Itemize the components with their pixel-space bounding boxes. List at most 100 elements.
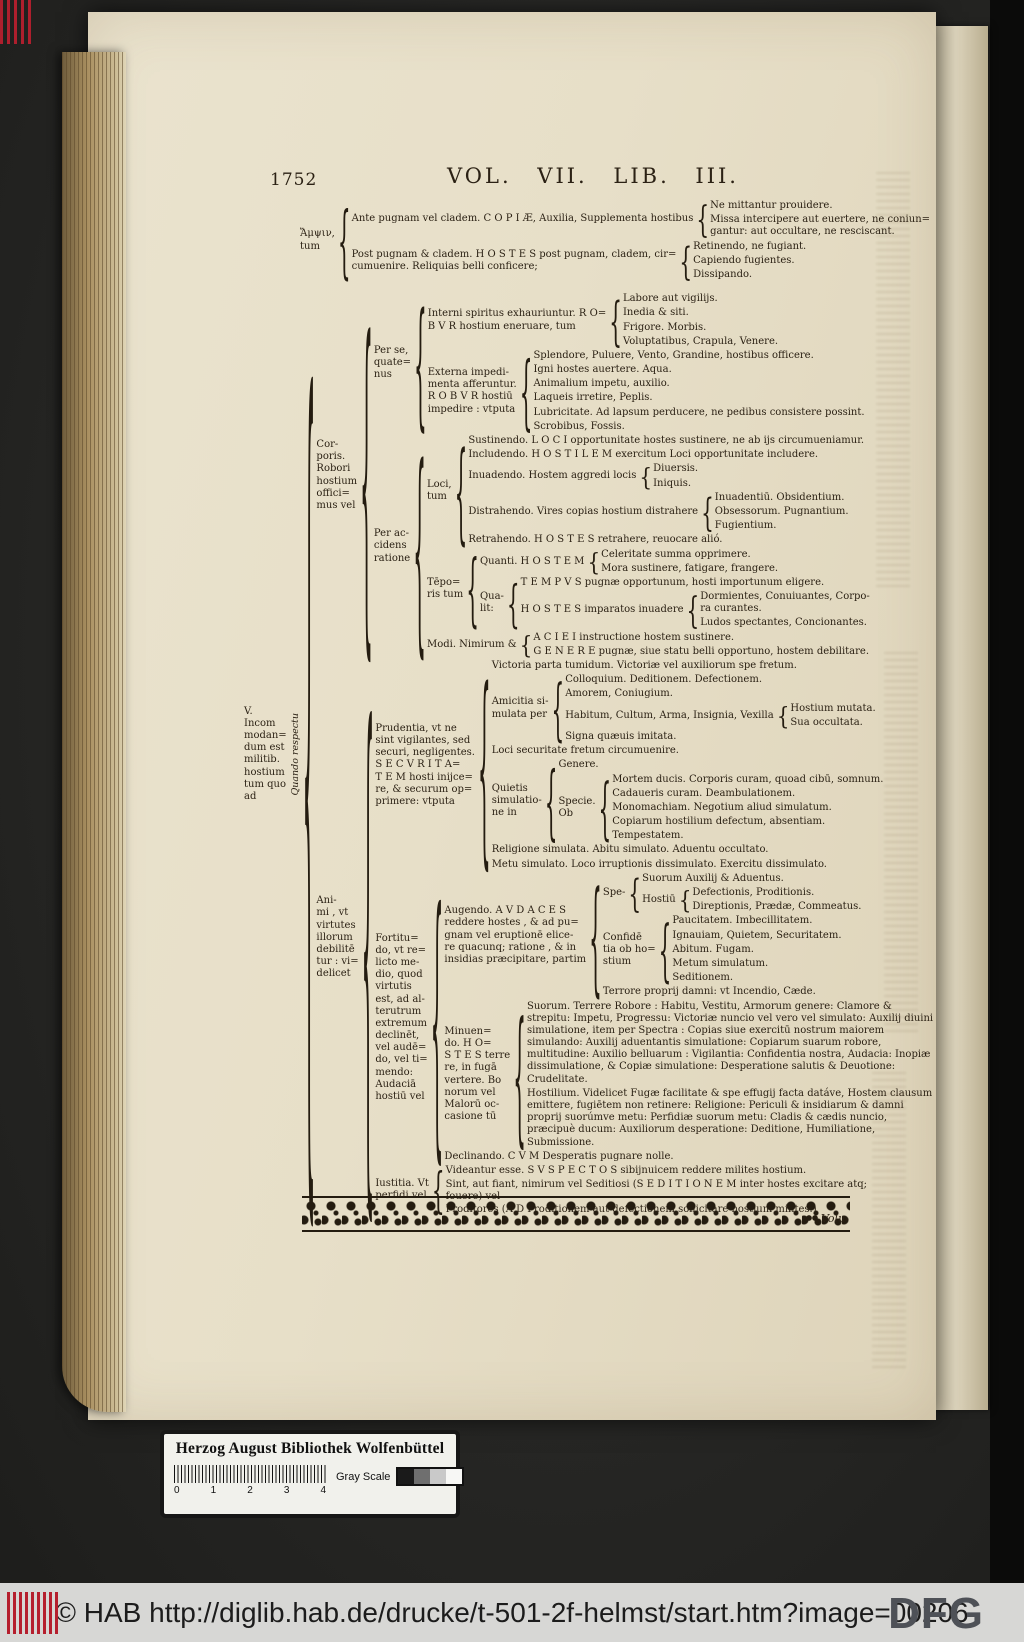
tree-leaf: Laqueis irretire, Peplis. [533,392,653,404]
tree-leaf: Victoria parta tumidum. Victoriæ vel aux… [491,660,797,671]
woodcut-ornament-band [302,1196,850,1232]
tree-leaf: Scrobibus, Fossis. [533,420,625,432]
brace-icon: { [477,640,491,891]
tree-children: Cor- poris. Robori hostium offici= mus v… [316,293,934,1216]
tree-label: Ante pugnam vel cladem. C O P I Æ, Auxil… [351,213,694,225]
tree-leaf: Hostilium. Videlicet Fugæ facilitate & s… [526,1087,933,1148]
brace-icon: { [506,572,520,634]
swatch-dark-gray [414,1469,431,1484]
tree-leaf: Cadaueris curam. Deambulationem. [612,787,796,799]
swatch-white [446,1469,463,1484]
tree-node: Amicitia si- mulata per{Colloquium. Dedi… [492,674,884,743]
brace-icon: { [589,861,602,1010]
tree-node: Distrahendo. Vires copias hostium distra… [468,492,864,533]
brace-icon: { [701,488,714,536]
tree-children: Per se, quate= nus { Interni spiritus exha… [374,293,870,658]
tree-leaf: Animalium impetu, auxilio. [533,378,670,390]
tree-leaf: Obsessorum. Pugnantium. [714,505,849,517]
tree-node: Confidē tia ob ho= stium{Paucitatem. Imb… [603,915,862,984]
tree-leaf: Direptionis, Prædæ, Commeatus. [692,901,862,913]
scanner-background-right [990,0,1024,1642]
brace-icon: { [413,413,426,680]
brace-icon: { [678,885,692,915]
tree-label: Per se, quate= nus [373,344,412,381]
brace-icon: { [686,588,700,633]
tree-node: Specie. Ob{Mortem ducis. Corporis curam,… [558,774,883,843]
brace-icon: { [466,541,479,637]
tree-node: Fortitu= do, vt re= licto me- dio, quod … [375,873,934,1163]
tree-label: Hostiū [642,894,676,906]
tree-leaf: A C I E I instructione hostem sustinere. [533,631,735,643]
brace-icon: { [513,986,526,1163]
tree-node: Tēpo= ris tum { Quanti. H O S T E M{Celeri… [427,549,870,630]
tree-label: Habitum, Cultum, Arma, Insignia, Vexilla [565,709,774,721]
library-name: Herzog August Bibliothek Wolfenbüttel [175,1440,445,1457]
tree-children: Splendore, Puluere, Vento, Grandine, hos… [533,350,864,433]
tree-children: Inuadentiū. Obsidentium.Obsessorum. Pugn… [715,492,849,533]
tree-leaf: Splendore, Puluere, Vento, Grandine, hos… [533,349,814,361]
tree-node: Quanti. H O S T E M{Celeritate summa opp… [480,549,870,575]
next-page-edge [934,26,988,1410]
tree-label: Tēpo= ris tum [426,576,464,601]
tree-label: Augendo. A V D A C E S reddere hostes , … [444,905,587,965]
tree-node: Spe-{Suorum Auxilij & Aduentus.Hostiū{De… [603,873,862,914]
brace-icon: { [679,237,693,285]
tree-label: Externa impedi- menta afferuntur. R O B … [427,367,517,415]
tree-label: Post pugnam & cladem. H O S T E S post p… [351,248,677,272]
tree-children: Retinendo, ne fugiant.Capiendo fugientes… [693,241,806,282]
ruler-number: 2 [247,1485,253,1496]
brace-icon: { [628,869,642,917]
tree-node: Minuen= do. H O= S T E S terre re, in fu… [444,1001,934,1149]
tree-children: Victoria parta tumidum. Victoriæ vel aux… [492,660,884,871]
tree-label: Confidē tia ob ho= stium [602,931,656,967]
tree-leaf: Lubricitate. Ad lapsum perducere, ne ped… [533,406,865,418]
tree-node: H O S T E S imparatos inuadere{Dormiente… [521,591,870,630]
ruler-numbers: 0 1 2 3 4 [174,1485,326,1496]
tree-leaf: Inedia & siti. [622,307,689,319]
tree-label: Quietis simulatio- ne in [491,782,542,818]
tree-leaf: Seditionem. [672,972,734,984]
tree-leaf: Diuersis. [653,463,699,475]
tree-label: Interni spiritus exhauriuntur. R O= B V … [427,308,607,332]
tree-label: Ἄμψιν, tum [300,228,335,252]
tree-node: Ἄμψιν, tum{Ante pugnam vel cladem. C O P… [300,200,934,281]
tree-label: Iustitia. Vt perfidi vel [375,1178,429,1201]
tree-label: H O S T E S imparatos inuadere [520,604,684,616]
gray-scale-label: Gray Scale [336,1470,391,1483]
tree-leaf: Frigore. Morbis. [622,321,707,333]
tree-children: Ne mittantur prouidere.Missa intercipere… [710,200,930,239]
tree-leaf: Sustinendo. L O C I opportunitate hostes… [468,435,865,446]
brace-icon: { [302,202,316,1307]
page-number: 1752 [270,170,318,190]
tree-children: Quanti. H O S T E M{Celeritate summa opp… [480,549,870,630]
tree-node: Prudentia, vt ne sint vigilantes, sed se… [375,660,934,871]
tree-label: Spe- [602,887,626,898]
tree-label: Ani- mi , vt virtutes illorum debilitē t… [316,895,359,980]
tree-children: Colloquium. Deditionem. Defectionem. Amor… [565,674,875,743]
tree-leaf: Amorem, Coniugium. [565,688,673,700]
tree-leaf: Tempestatem. [612,830,684,842]
book-fore-edge [62,52,126,1412]
copyright-url: © HAB http://diglib.hab.de/drucke/t-501-… [55,1596,969,1628]
brace-icon: { [360,257,373,694]
brace-icon: { [776,701,790,731]
gray-scale-swatches [396,1467,465,1486]
brace-icon: { [639,461,653,492]
bleed-through-text [876,172,910,592]
tree-node: Habitum, Cultum, Arma, Insignia, Vexilla… [565,703,875,729]
tree-children: T E M P V S pugnæ opportunum, hosti impo… [521,577,870,630]
tree-leaf: Suorum Auxilij & Aduentus. [642,872,784,884]
ruler-number: 4 [320,1485,326,1496]
tree-node: Cor- poris. Robori hostium offici= mus v… [316,293,934,658]
tree-leaf: Mortem ducis. Corporis curam, quoad cibū… [612,773,884,785]
tree-children: Hostium mutata.Sua occultata. [790,703,875,729]
tree-leaf: Colloquium. Deditionem. Defectionem. [565,674,762,686]
tree-node: Augendo. A V D A C E S reddere hostes , … [444,873,934,999]
tree-children: Loci, tum{Sustinendo. L O C I opportunit… [427,435,870,658]
tree-label: Inuadendo. Hostem aggredi locis [468,470,637,482]
bleed-through-text [884,652,918,1032]
brace-side-label: Quando respectu [289,713,301,796]
tree-node: Interni spiritus exhauriuntur. R O= B V … [428,293,865,348]
tree-leaf: Igni hostes auertere. Aqua. [533,364,672,376]
